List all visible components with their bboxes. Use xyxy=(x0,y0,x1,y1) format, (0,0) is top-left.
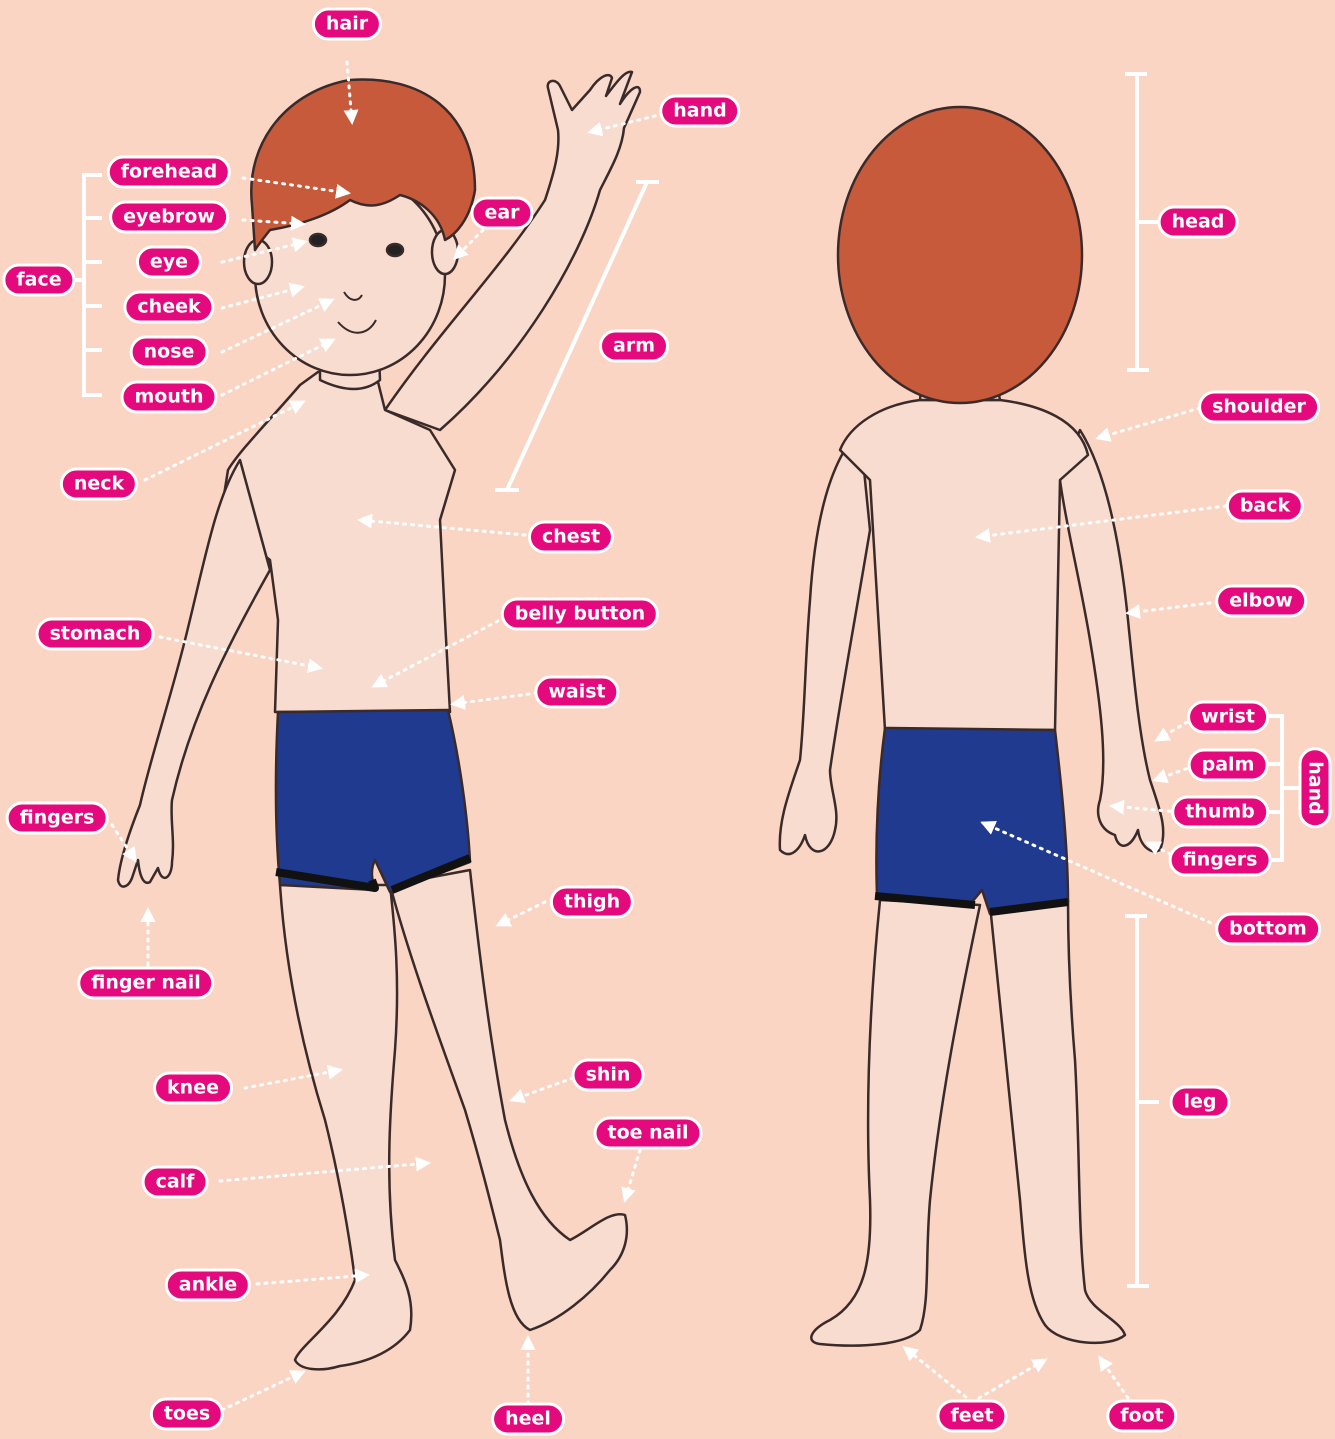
label-nose: nose xyxy=(130,336,209,369)
front-eye-left xyxy=(310,234,326,246)
label-shoulder: shoulder xyxy=(1198,391,1320,424)
label-arm: arm xyxy=(599,330,669,363)
back-hair xyxy=(838,107,1082,403)
label-toes: toes xyxy=(150,1398,224,1431)
back-figure xyxy=(780,107,1163,1346)
label-thumb: thumb xyxy=(1171,796,1269,829)
label-ankle: ankle xyxy=(165,1269,251,1302)
label-stomach: stomach xyxy=(36,618,155,651)
front-eye-right xyxy=(387,244,403,256)
back-leg-left xyxy=(811,900,980,1346)
label-eyebrow: eyebrow xyxy=(109,201,229,234)
label-feet: feet xyxy=(936,1400,1007,1433)
label-ear: ear xyxy=(470,197,533,230)
back-shorts xyxy=(876,728,1068,914)
leg-bracket xyxy=(1127,916,1157,1286)
label-cheek: cheek xyxy=(123,291,214,324)
back-arm-left xyxy=(780,430,870,854)
front-left-leg xyxy=(280,885,411,1369)
back-torso xyxy=(840,400,1088,730)
label-chest: chest xyxy=(528,521,614,554)
label-back: back xyxy=(1226,490,1304,523)
back-leg-right xyxy=(990,900,1125,1343)
back-arm-right xyxy=(1060,430,1163,851)
label-waist: waist xyxy=(534,676,619,709)
front-right-leg xyxy=(390,870,627,1330)
label-hand-front: hand xyxy=(659,95,740,128)
label-head: head xyxy=(1158,206,1239,239)
label-fingers-front: fingers xyxy=(6,802,109,835)
hand-bracket xyxy=(1262,716,1298,860)
label-shin: shin xyxy=(572,1059,645,1092)
label-hair: hair xyxy=(312,8,382,41)
label-bottom: bottom xyxy=(1215,913,1321,946)
front-shorts xyxy=(276,710,470,892)
label-hand-bracket: hand xyxy=(1299,747,1332,828)
label-belly-button: belly button xyxy=(501,598,659,631)
label-calf: calf xyxy=(142,1166,209,1199)
front-down-arm xyxy=(118,460,270,887)
label-fingers-back: fingers xyxy=(1169,844,1272,877)
label-leg: leg xyxy=(1170,1086,1231,1119)
label-forehead: forehead xyxy=(107,156,231,189)
label-heel: heel xyxy=(491,1403,565,1436)
label-eye: eye xyxy=(136,246,202,279)
label-toe-nail: toe nail xyxy=(593,1117,702,1150)
label-foot: foot xyxy=(1106,1400,1177,1433)
label-mouth: mouth xyxy=(121,381,218,414)
label-wrist: wrist xyxy=(1187,701,1269,734)
label-face: face xyxy=(2,264,75,297)
label-elbow: elbow xyxy=(1215,585,1307,618)
head-bracket xyxy=(1127,74,1157,370)
label-finger-nail: finger nail xyxy=(77,967,214,1000)
label-thigh: thigh xyxy=(550,886,634,919)
label-neck: neck xyxy=(60,468,138,501)
label-palm: palm xyxy=(1188,749,1269,782)
label-knee: knee xyxy=(153,1072,233,1105)
